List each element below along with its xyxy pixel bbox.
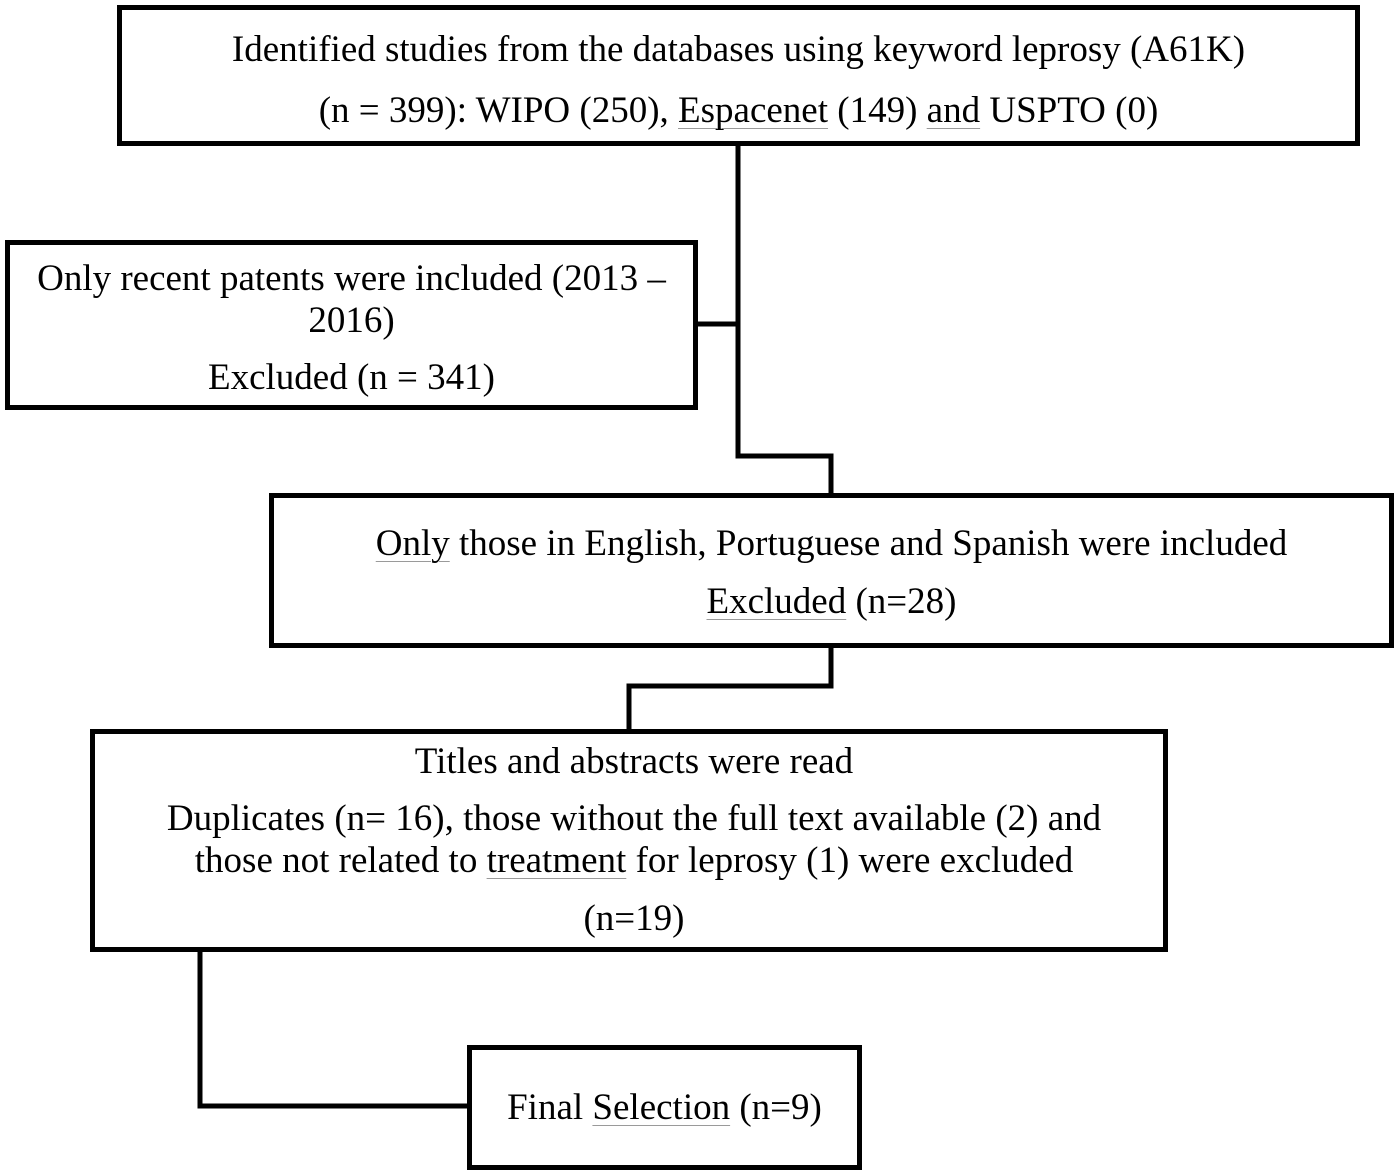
connector-titles-to-final [197, 949, 470, 1109]
titles-abstracts-count: (n=19) [583, 898, 685, 939]
identified-studies-line-2: (n = 399): WIPO (250), Espacenet (149) a… [318, 90, 1159, 131]
connector-language-to-titles [626, 645, 834, 732]
identified-studies-line-1: Identified studies from the databases us… [231, 29, 1246, 70]
language-filter-box: Only those in English, Portuguese and Sp… [269, 493, 1394, 648]
language-filter-excluded: Excluded (n=28) [706, 581, 957, 622]
recent-patents-excluded: Excluded (n = 341) [208, 357, 495, 398]
recent-patents-line-1: Only recent patents were included (2013 … [37, 258, 666, 299]
titles-abstracts-line-2: Duplicates (n= 16), those without the fu… [166, 798, 1102, 839]
language-filter-line-1: Only those in English, Portuguese and Sp… [375, 523, 1288, 564]
connector-identified-to-language [735, 143, 834, 496]
final-selection-box: Final Selection (n=9) [467, 1045, 862, 1170]
recent-patents-box: Only recent patents were included (2013 … [5, 240, 698, 410]
titles-abstracts-line-3: those not related to treatment for lepro… [194, 840, 1074, 881]
identified-studies-box: Identified studies from the databases us… [117, 5, 1360, 146]
titles-abstracts-line-1: Titles and abstracts were read [414, 741, 854, 782]
titles-abstracts-box: Titles and abstracts were read Duplicate… [90, 729, 1168, 952]
final-selection-label: Final Selection (n=9) [507, 1087, 822, 1128]
recent-patents-line-2: 2016) [308, 300, 395, 341]
